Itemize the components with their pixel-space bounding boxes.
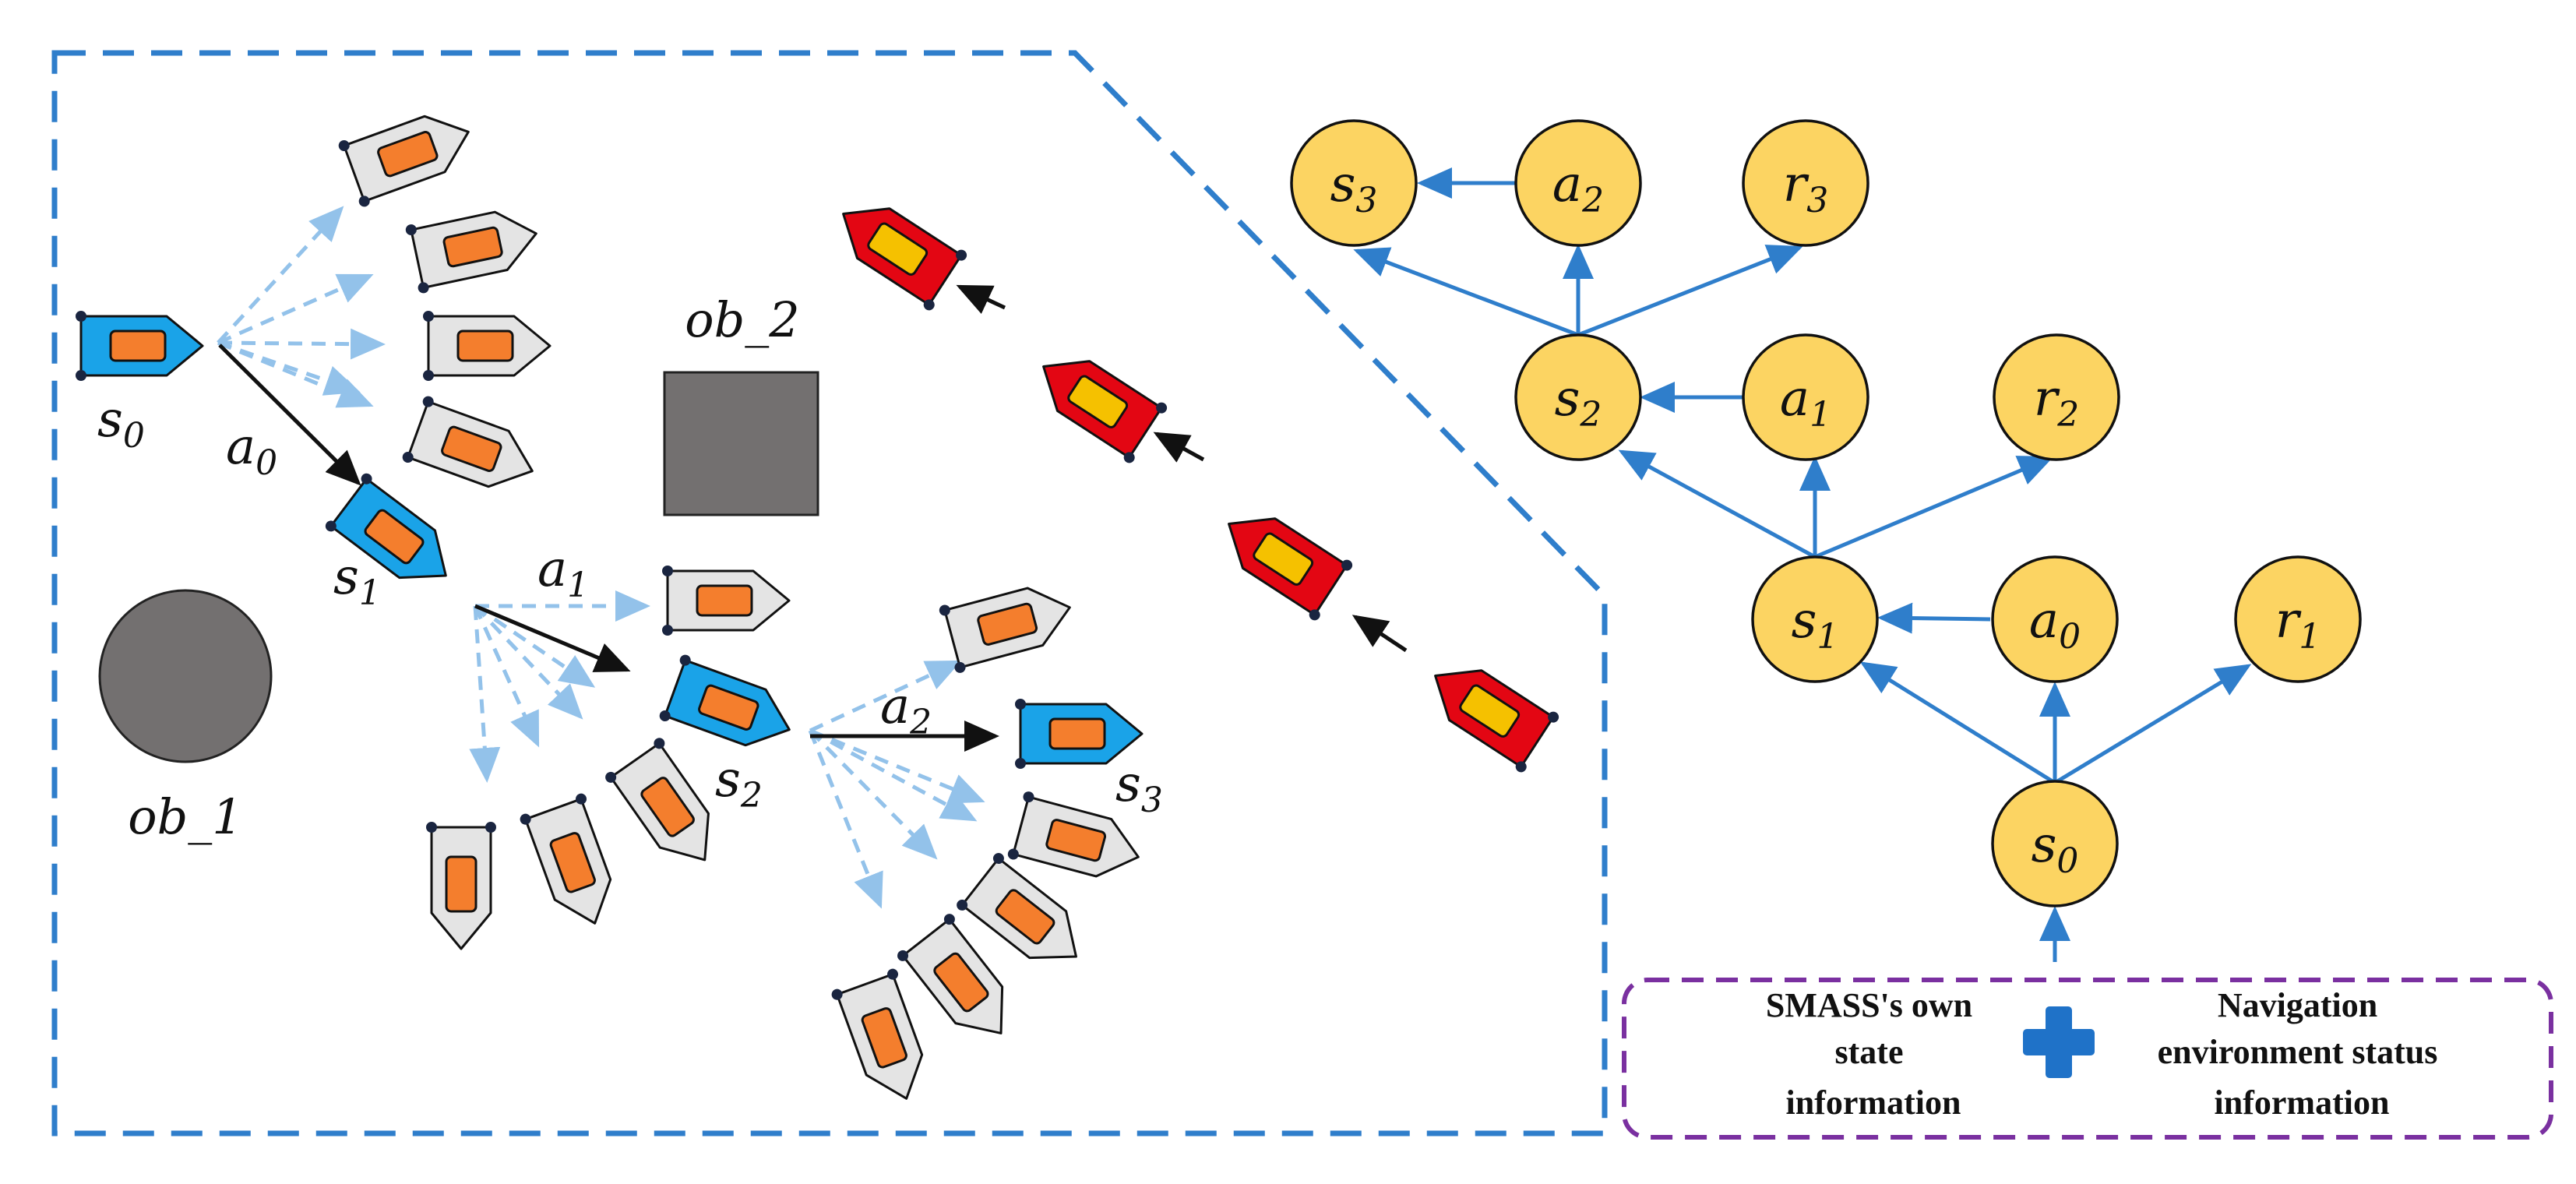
candidate-ship-icon: [939, 587, 1071, 673]
candidate-action-arrow: [217, 328, 386, 360]
tree-node-r3: r3: [1742, 119, 1869, 247]
action-arrow: [1153, 432, 1205, 463]
candidate-action-arrow: [809, 729, 938, 860]
scene-label-a0: a0: [226, 418, 277, 483]
action-arrow: [1351, 615, 1408, 653]
obstacle-ship-icon: [842, 207, 967, 311]
scene-label-a2: a2: [880, 678, 932, 742]
candidate-ship-icon: [402, 396, 534, 488]
tree-edge: [1859, 661, 2056, 785]
own-ship-icon: [325, 473, 447, 580]
candidate-ship-icon: [423, 311, 551, 381]
tree-node-a0: a0: [1991, 555, 2119, 683]
svg-text:s2: s2: [1555, 370, 1602, 435]
action-arrows: [217, 206, 1408, 909]
tree-node-r1: r1: [2234, 555, 2362, 683]
candidate-action-arrow: [217, 340, 361, 396]
candidate-ship-icon: [897, 914, 1004, 1034]
svg-text:s1: s1: [1792, 592, 1839, 657]
candidate-ship-icon: [405, 210, 537, 294]
candidate-action-arrow: [217, 206, 344, 344]
candidate-action-arrow: [474, 604, 596, 688]
candidate-ship-icon: [605, 738, 710, 862]
scene-label-s1: s1: [333, 548, 381, 613]
candidate-action-arrow: [808, 730, 883, 909]
candidate-ship-icon: [426, 822, 496, 950]
own-ship-icon: [76, 311, 204, 381]
own-ship-icon: [659, 654, 791, 747]
svg-text:a0: a0: [2029, 592, 2081, 657]
svg-text:a1: a1: [1780, 370, 1831, 435]
tree-node-s0: s0: [1991, 780, 2119, 907]
candidate-ship-icon: [957, 853, 1077, 960]
tree-edges: [1353, 167, 2252, 962]
obstacle-square: [663, 371, 819, 516]
candidate-ship-icon: [520, 793, 612, 925]
candidate-action-arrow: [473, 604, 540, 748]
scene-label-s3: s3: [1115, 756, 1163, 820]
tree-edge: [1353, 247, 1579, 337]
obstacle-ship-icon: [1042, 360, 1168, 463]
obstacle-ship-icon: [1434, 669, 1559, 773]
svg-text:s0: s0: [2032, 816, 2079, 881]
action-arrow: [218, 344, 361, 486]
tree-edge: [1877, 602, 1991, 634]
scene-label-a1: a1: [537, 541, 589, 605]
tree-edge: [1618, 449, 1817, 559]
candidate-ship-icon: [831, 968, 924, 1100]
tree-node-s1: s1: [1751, 555, 1879, 683]
ships-layer: [76, 115, 1559, 1100]
tree-nodes: s3 a2 r3 s2 a1 r2 s1 a0 r1 s0: [1290, 119, 2362, 907]
candidate-action-arrow: [809, 660, 962, 733]
tree-node-s3: s3: [1290, 119, 1418, 247]
candidate-ship-icon: [662, 566, 791, 636]
scene-label-s2: s2: [715, 751, 763, 816]
tree-node-a2: a2: [1514, 119, 1642, 247]
action-arrow: [956, 284, 1006, 315]
tree-edge: [2053, 664, 2252, 785]
obstacle-ship-icon: [1228, 517, 1353, 621]
svg-text:s3: s3: [1330, 156, 1378, 220]
svg-text:r2: r2: [2034, 370, 2080, 435]
svg-text:a2: a2: [1552, 156, 1604, 220]
tree-node-a1: a1: [1742, 333, 1869, 461]
info-box: [1622, 978, 2553, 1140]
info-left-text: SMASS's own state information: [1766, 986, 1981, 1122]
region-border: [51, 50, 1608, 1136]
obstacle-label-ob2: ob_2: [685, 291, 799, 348]
tree-edge: [1814, 456, 2054, 559]
tree-node-r2: r2: [1993, 333, 2120, 461]
candidate-action-arrow: [809, 728, 985, 804]
obstacle-circle: [98, 589, 273, 763]
tree-node-s2: s2: [1514, 333, 1642, 461]
candidate-action-arrow: [809, 728, 978, 822]
svg-text:r1: r1: [2275, 592, 2321, 657]
scene-label-s0: s0: [97, 391, 145, 456]
obstacle-label-ob1: ob_1: [128, 788, 242, 845]
info-right-text: Navigation environment status informatio…: [2158, 986, 2447, 1122]
candidate-ship-icon: [338, 115, 470, 207]
candidate-action-arrow: [469, 605, 501, 783]
svg-text:r3: r3: [1783, 156, 1829, 220]
candidate-ship-icon: [1007, 791, 1140, 878]
plus-icon: [2023, 1006, 2095, 1078]
tree-edge: [1577, 245, 1803, 337]
action-arrow: [474, 604, 631, 672]
candidate-action-arrow: [474, 604, 583, 720]
own-ship-icon: [1015, 699, 1144, 769]
candidate-action-arrow: [217, 273, 374, 345]
